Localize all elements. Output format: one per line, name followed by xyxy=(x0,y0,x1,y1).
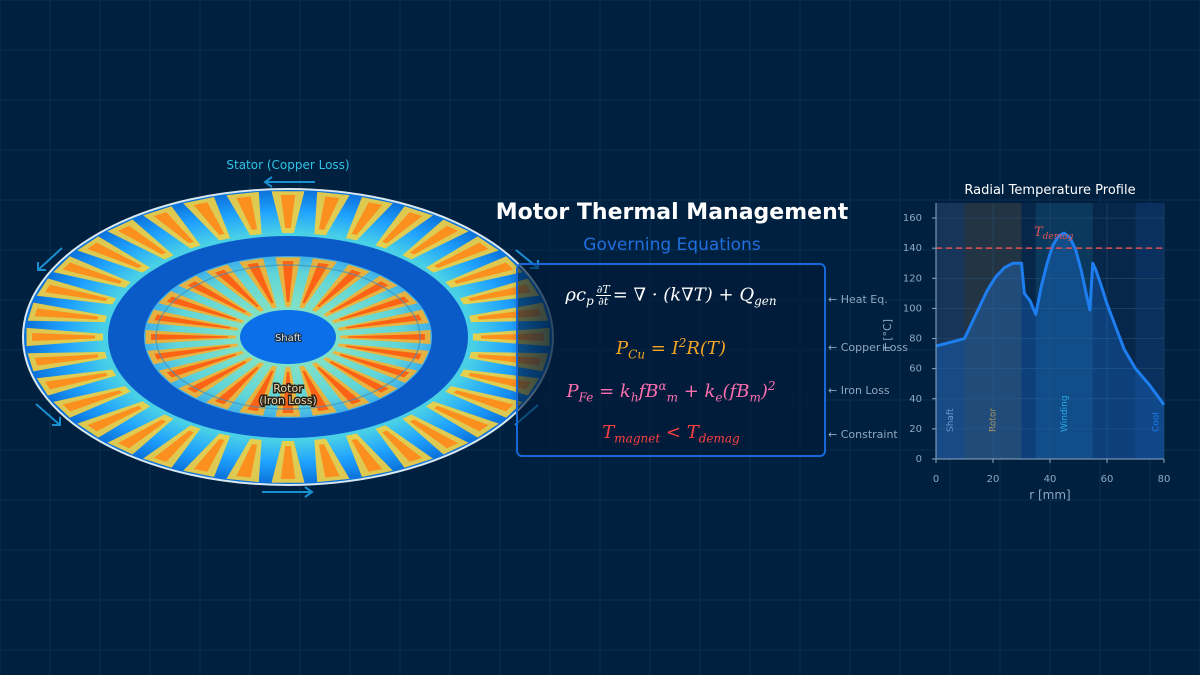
equations-panel xyxy=(516,263,826,457)
equations-title: Motor Thermal Management xyxy=(495,200,849,225)
equations-subtitle: Governing Equations xyxy=(583,235,761,255)
note-copper-loss: ← Copper Loss xyxy=(828,341,909,354)
constraint-equation: Tmagnet < Tdemag xyxy=(602,422,740,446)
rotor-sublabel: (Iron Loss) xyxy=(259,394,316,407)
note-heat-eq: ← Heat Eq. xyxy=(828,293,888,306)
shaft-label: Shaft xyxy=(275,333,301,344)
note-constraint: ← Constraint xyxy=(828,428,898,441)
copper-loss-equation: PCu = I2R(T) xyxy=(616,336,726,362)
motor-cross-section: Stator (Copper Loss) Shaft Rotor (Iron L… xyxy=(22,158,560,498)
iron-loss-equation: PFe = khfBαm + ke(fBm)2 xyxy=(566,379,776,405)
rotor-label: Rotor xyxy=(273,382,303,395)
shaft xyxy=(240,310,336,364)
heat-equation: ρcp∂T∂t= ∇ · (k∇T) + Qgen xyxy=(565,283,777,309)
rotor-heat-rays xyxy=(145,257,431,417)
note-iron-loss: ← Iron Loss xyxy=(828,384,890,397)
stator-label: Stator (Copper Loss) xyxy=(226,158,349,172)
